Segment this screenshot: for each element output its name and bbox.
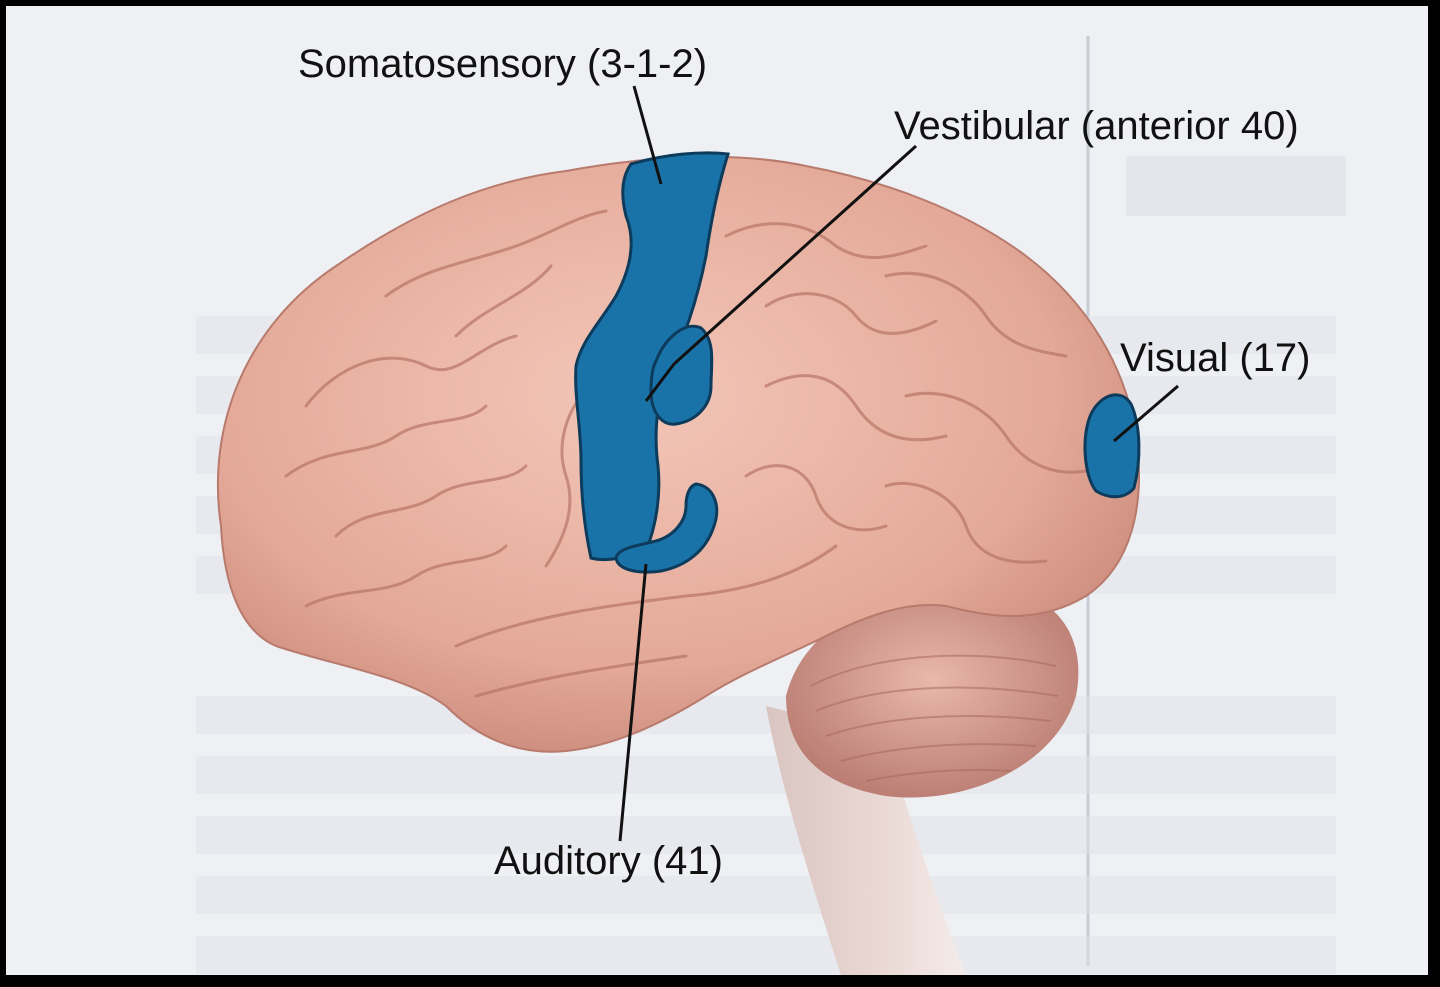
vestibular-leader [672, 144, 918, 366]
cerebellum-folia [810, 654, 1059, 782]
auditory-label: Auditory (41) [494, 839, 723, 883]
visual-leader [1113, 384, 1179, 443]
visual-label: Visual (17) [1120, 336, 1310, 380]
somatosensory-leader [632, 85, 663, 185]
cerebrum [217, 155, 1140, 753]
brain-diagram: Somatosensory (3-1-2) Vestibular (anteri… [196, 36, 1346, 975]
diagram-frame: Somatosensory (3-1-2) Vestibular (anteri… [6, 6, 1428, 975]
vestibular-area [649, 324, 714, 426]
brain-sulci [284, 209, 1088, 698]
brain-stem [766, 706, 966, 975]
vestibular-label: Vestibular (anterior 40) [894, 104, 1299, 148]
auditory-leader [618, 563, 648, 842]
visual-area [1083, 393, 1141, 499]
vestibular-leader-extension [644, 363, 676, 402]
auditory-area [614, 482, 719, 574]
somatosensory-label: Somatosensory (3-1-2) [298, 42, 707, 86]
